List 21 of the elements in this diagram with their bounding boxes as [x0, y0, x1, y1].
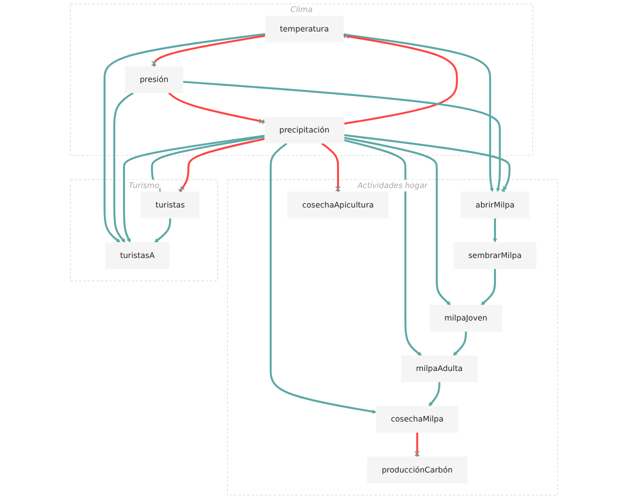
- arrow: [123, 134, 265, 243]
- connector: [178, 138, 265, 193]
- arrow: [104, 33, 266, 243]
- arrow: [480, 268, 496, 306]
- connector: [414, 432, 420, 457]
- connector: [168, 92, 265, 125]
- arrow: [344, 139, 422, 356]
- arrow: [150, 136, 265, 192]
- arrow: [343, 34, 494, 192]
- arrow: [270, 142, 377, 414]
- arrow: [154, 218, 172, 243]
- connector: [321, 142, 341, 192]
- arrow: [452, 331, 467, 356]
- arrow: [113, 92, 134, 243]
- arrow: [182, 80, 501, 192]
- connector: [343, 33, 458, 125]
- arrow: [492, 218, 498, 243]
- connector: [344, 134, 511, 193]
- arrow: [428, 382, 440, 406]
- connector: [151, 34, 266, 67]
- arrow: [344, 136, 451, 306]
